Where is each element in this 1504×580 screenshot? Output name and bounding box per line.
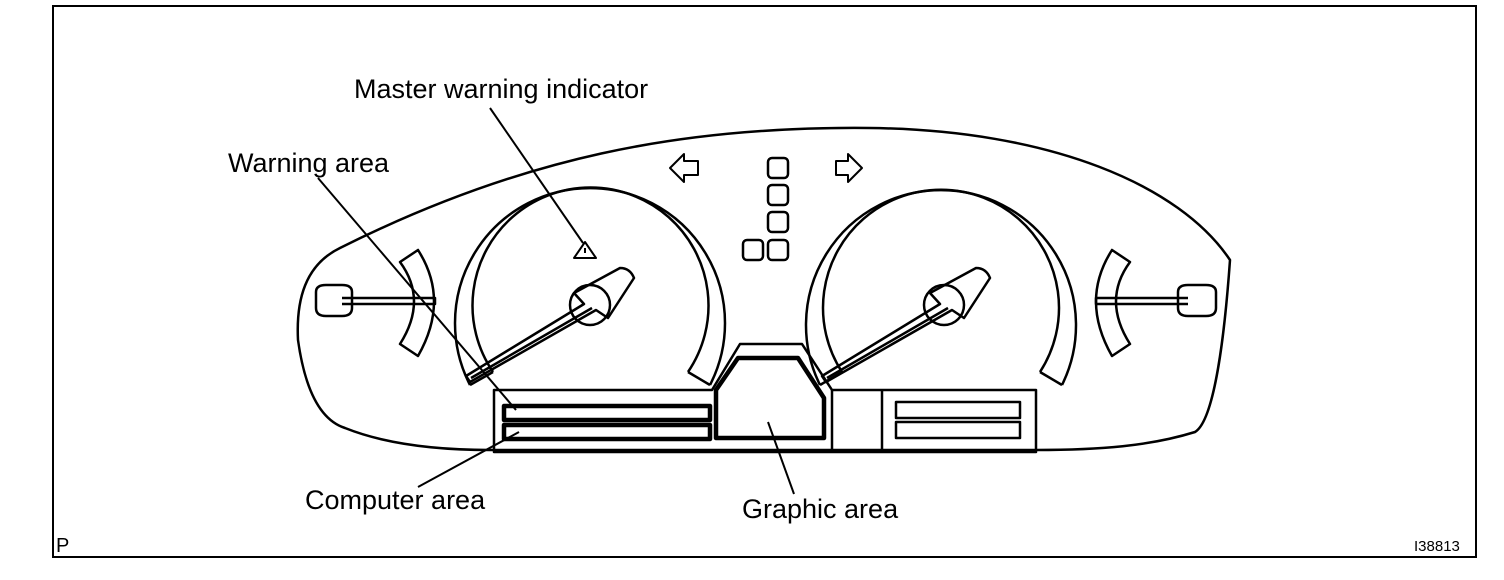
leader-warning-area: [317, 177, 517, 411]
left-small-needle-hub: [314, 283, 354, 318]
figure-id: I38813: [1414, 538, 1460, 555]
graphic-area-highlight: [713, 355, 827, 441]
right-needle-center-line: [826, 306, 949, 380]
indicator-lamp-3: [766, 210, 790, 234]
left-gauge-ring-end-left: [469, 370, 494, 387]
right-small-needle-hub: [1176, 283, 1218, 318]
warning-area-highlight: [501, 403, 713, 423]
graphic-area-label: Graphic area: [742, 494, 899, 524]
warning-triangle-icon: [573, 241, 597, 259]
master-warning-indicator-label: Master warning indicator: [354, 74, 649, 104]
computer-area-highlight: [501, 422, 713, 442]
leader-master-warning: [489, 107, 584, 244]
indicator-lamp-5: [741, 238, 765, 262]
left-needle-center-line: [470, 306, 593, 380]
indicator-lamp-1: [766, 156, 790, 180]
page-marker: P: [56, 535, 70, 557]
cluster-outline: [296, 126, 1232, 452]
left-small-needle: [342, 296, 437, 306]
left-gauge-outer-ring: [453, 186, 727, 386]
indicator-lamp-2: [766, 183, 790, 207]
warning-area-label: Warning area: [228, 148, 390, 178]
indicator-lamp-4: [766, 238, 790, 262]
left-gauge-inner-ring: [471, 186, 710, 373]
figure-frame: [52, 5, 1477, 558]
left-gauge-ring-end-right: [687, 370, 711, 387]
right-small-gauge-arc: [1094, 248, 1132, 358]
leader-graphic-area: [767, 421, 795, 495]
right-gauge-inner-ring: [821, 188, 1061, 373]
right-turn-arrow-icon: [835, 153, 863, 183]
right-needle: [820, 266, 992, 384]
right-gauge-ring-end-right: [1039, 370, 1063, 387]
leader-computer-area: [417, 431, 520, 488]
right-small-needle: [1094, 296, 1188, 306]
right-panel-bar-1: [894, 400, 1022, 420]
left-turn-arrow-icon: [669, 153, 699, 183]
right-panel-bar-2: [894, 420, 1022, 440]
computer-area-label: Computer area: [305, 485, 486, 515]
left-needle: [464, 266, 636, 384]
